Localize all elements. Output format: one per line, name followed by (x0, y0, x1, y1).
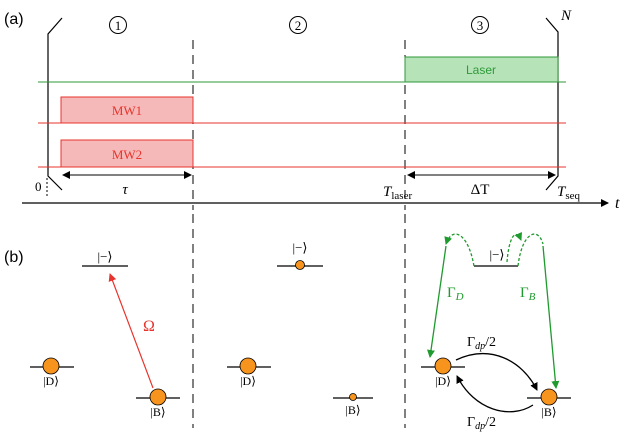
stage-2-number: 2 (295, 18, 302, 33)
stage3-d-population (434, 357, 452, 375)
gamma-b-subscript: B (529, 291, 536, 303)
stage2-b-population (349, 393, 357, 401)
gamma-d-subscript: D (455, 291, 464, 303)
delta-t-label: ΔT (471, 182, 490, 198)
mw1-pulse-label: MW1 (112, 103, 142, 118)
t-seq-label: Tseq (557, 184, 581, 202)
stage-3-number: 3 (477, 18, 484, 33)
stage3-excitation-minus (506, 231, 522, 263)
gamma-b-label: ΓB (520, 285, 536, 303)
tau-label: τ (122, 182, 128, 198)
time-zero-label: 0 (35, 179, 42, 194)
stage3-excitation-d (444, 233, 475, 267)
stage1-b-population (149, 388, 167, 406)
stage1-levels: |−⟩ |D⟩ |B⟩ Ω (30, 249, 180, 419)
mw2-pulse-label: MW2 (112, 147, 142, 162)
t-laser-base: T (383, 184, 393, 200)
gamma-dp-top-subscript: dp (475, 341, 485, 352)
gamma-dp-backward-arrow (456, 375, 534, 413)
stage3-minus-label: |−⟩ (489, 247, 504, 262)
mw2-pulse (60, 139, 194, 168)
gamma-dp-bottom-subscript: dp (475, 421, 485, 432)
stage2-minus-population (295, 260, 305, 270)
stage-3-marker: 3 (471, 16, 489, 34)
t-laser-subscript: laser (391, 190, 412, 202)
stage1-minus-label: |−⟩ (97, 249, 112, 264)
stage2-minus-label: |−⟩ (292, 240, 307, 255)
omega-label: Ω (143, 318, 155, 335)
stage2-d-population (239, 357, 257, 375)
panel-b-label: (b) (4, 249, 24, 266)
stage3-levels: |−⟩ ΓD ΓB |D⟩ |B⟩ Γdp/2 Γdp/2 (421, 231, 571, 432)
panel-a-label: (a) (4, 11, 24, 28)
mw1-pulse (60, 96, 194, 124)
laser-pulse (404, 56, 559, 83)
stage-1-number: 1 (115, 18, 122, 33)
stage1-d-population (42, 357, 60, 375)
gamma-dp-bottom-rest: /2 (485, 415, 496, 430)
t-laser-label: Tlaser (383, 184, 412, 202)
gamma-dp-forward-arrow (455, 353, 538, 391)
stage1-d-label: |D⟩ (43, 374, 59, 388)
t-seq-subscript: seq (565, 190, 580, 202)
gamma-dp-bottom-base: Γ (467, 415, 475, 430)
stage2-levels: |−⟩ |D⟩ |B⟩ (227, 240, 373, 417)
stage-2-marker: 2 (289, 16, 307, 34)
gamma-dp-top-base: Γ (467, 335, 475, 350)
gamma-b-base: Γ (520, 285, 529, 301)
repeat-bracket-right (545, 17, 559, 191)
stage-1-marker: 1 (109, 16, 127, 34)
stage3-b-population (540, 388, 558, 406)
gamma-dp-top-rest: /2 (485, 335, 496, 350)
gamma-d-base: Γ (447, 285, 456, 301)
drive-arrow (108, 273, 154, 389)
stage2-b-label: |B⟩ (345, 403, 360, 417)
stage3-excitation-b (517, 233, 544, 267)
gamma-b-arrow (542, 245, 560, 389)
stage3-d-label: |D⟩ (435, 374, 451, 388)
gamma-dp-bottom-label: Γdp/2 (467, 415, 496, 432)
t-seq-base: T (557, 184, 567, 200)
repeat-bracket-left (47, 17, 63, 191)
stage3-b-label: |B⟩ (541, 405, 556, 419)
laser-pulse-label: Laser (466, 63, 496, 77)
gamma-d-arrow (427, 245, 447, 358)
stage1-b-label: |B⟩ (150, 405, 165, 419)
repeat-count-label: N (560, 8, 572, 24)
time-axis-label: t (615, 195, 620, 212)
stage2-d-label: |D⟩ (240, 374, 256, 388)
gamma-dp-top-label: Γdp/2 (467, 335, 496, 352)
gamma-d-label: ΓD (447, 285, 464, 303)
